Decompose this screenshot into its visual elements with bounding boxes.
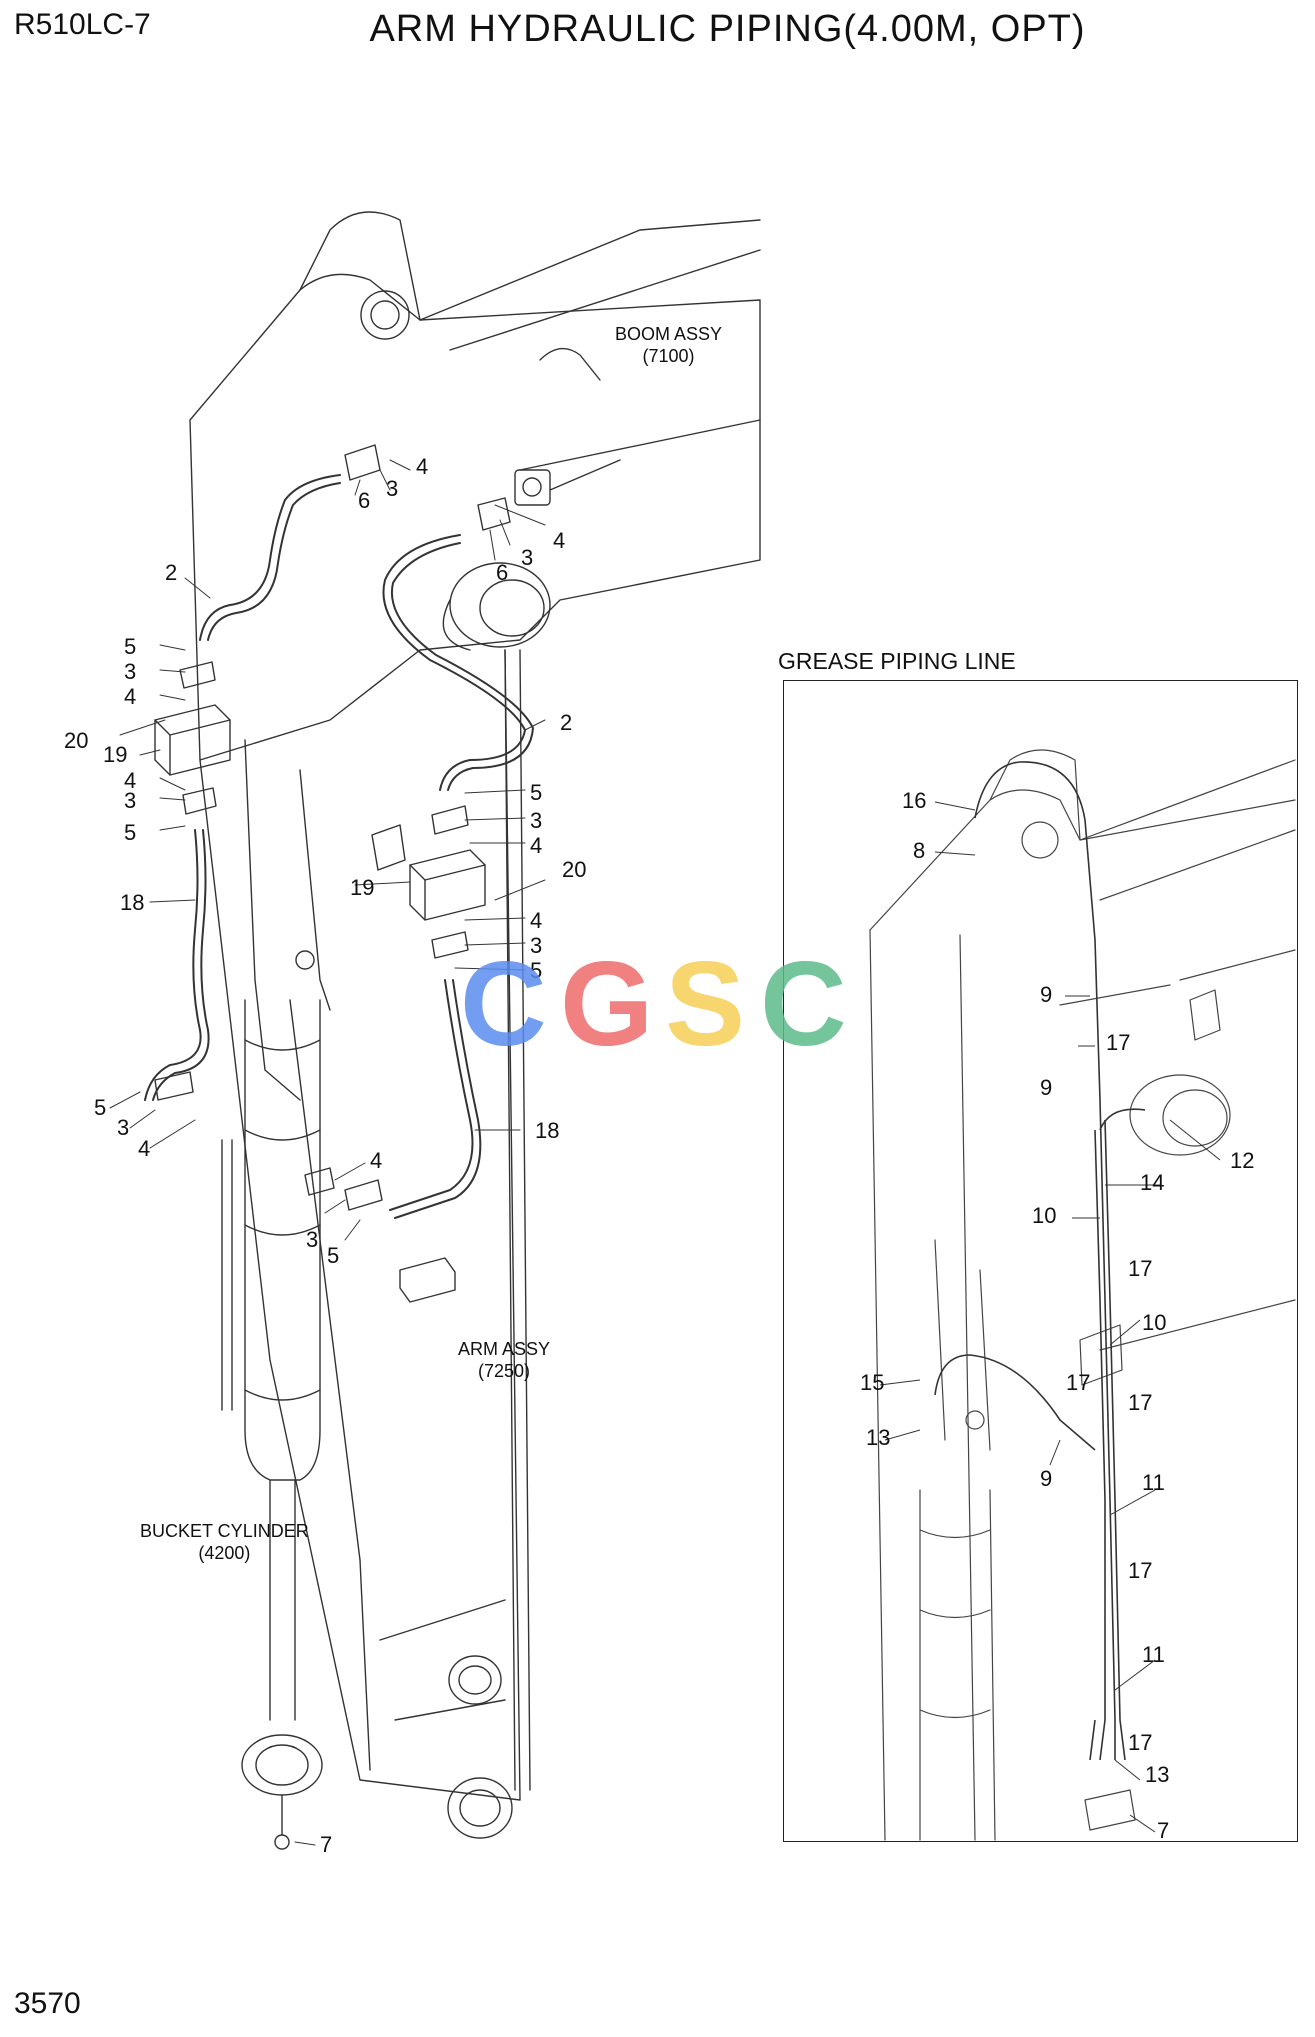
callout: 19 <box>103 742 127 767</box>
callout: 5 <box>124 634 136 659</box>
watermark-letter: C <box>460 937 547 1065</box>
callout: 16 <box>902 788 926 813</box>
leader-lines-main <box>109 459 546 1846</box>
callout: 11 <box>1142 1470 1165 1495</box>
grease-tubes <box>934 761 1146 1761</box>
callout: 20 <box>562 857 586 882</box>
callouts-main: 4 3 6 4 3 6 2 5 3 4 20 19 4 3 5 18 2 5 3… <box>64 454 586 1857</box>
bucket-cylinder-code: (4200) <box>198 1543 251 1563</box>
callout: 17 <box>1128 1558 1152 1583</box>
callout: 13 <box>1145 1762 1169 1787</box>
page-number: 3570 <box>14 1987 81 2020</box>
callout: 4 <box>530 833 542 858</box>
callout: 7 <box>320 1832 332 1857</box>
swivel-block-right <box>371 824 486 921</box>
callout: 9 <box>1040 1075 1052 1100</box>
callout: 5 <box>124 820 136 845</box>
callout: 2 <box>165 560 177 585</box>
callout: 5 <box>530 780 542 805</box>
bucket-cylinder-label: BUCKET CYLINDER (4200) <box>140 1520 309 1564</box>
callout: 4 <box>124 684 136 709</box>
callout: 5 <box>530 958 542 983</box>
callout: 5 <box>327 1243 339 1268</box>
arm-bracket <box>244 739 331 1101</box>
grease-inset-drawing <box>869 749 1296 1841</box>
callout: 6 <box>496 560 508 585</box>
callout: 9 <box>1040 982 1052 1007</box>
boom-assy-label: BOOM ASSY (7100) <box>615 323 722 367</box>
leader-lines-grease <box>879 801 1221 1833</box>
model-code: R510LC-7 <box>14 8 151 41</box>
callout: 10 <box>1142 1310 1166 1335</box>
bucket-cylinder <box>221 999 323 1850</box>
callout: 17 <box>1106 1030 1130 1055</box>
callout: 4 <box>530 908 542 933</box>
callout: 4 <box>138 1136 150 1161</box>
hose-right <box>382 534 534 1219</box>
boom-structure <box>189 211 761 761</box>
callout: 8 <box>913 838 925 863</box>
bucket-cylinder-name: BUCKET CYLINDER <box>140 1521 309 1541</box>
swivel-block-left <box>154 704 231 776</box>
callout: 17 <box>1128 1256 1152 1281</box>
grease-inset-frame <box>783 680 1298 1842</box>
arm-assy-label: ARM ASSY (7250) <box>458 1338 550 1382</box>
callout: 4 <box>553 528 565 553</box>
callout: 3 <box>124 788 136 813</box>
watermark-letter: C <box>760 937 847 1065</box>
callout: 3 <box>521 545 533 570</box>
callout: 4 <box>124 768 136 793</box>
grease-section-title: GREASE PIPING LINE <box>778 648 1016 674</box>
callouts-grease: 16 8 9 17 9 12 14 10 17 10 17 17 15 13 9… <box>860 788 1254 1843</box>
boom-end-boss <box>442 562 551 651</box>
callout: 2 <box>560 710 572 735</box>
callout: 15 <box>860 1370 884 1395</box>
callout: 12 <box>1230 1148 1254 1173</box>
callout: 11 <box>1142 1642 1165 1667</box>
callout: 13 <box>866 1425 890 1450</box>
callout: 17 <box>1066 1370 1090 1395</box>
callout: 19 <box>350 875 374 900</box>
callout: 4 <box>370 1148 382 1173</box>
boom-assy-name: BOOM ASSY <box>615 324 723 344</box>
callout: 3 <box>124 659 136 684</box>
callout: 4 <box>416 454 428 479</box>
callout: 18 <box>120 890 144 915</box>
callout: 3 <box>117 1115 129 1140</box>
callout: 3 <box>386 476 398 501</box>
callout: 10 <box>1032 1203 1056 1228</box>
callout: 3 <box>530 808 542 833</box>
callout: 3 <box>530 933 542 958</box>
boom-assy-code: (7100) <box>642 346 695 366</box>
arm-assy-code: (7250) <box>478 1361 531 1381</box>
arm-assy-name: ARM ASSY <box>458 1339 551 1359</box>
flanges <box>154 444 511 1211</box>
watermark-logo: C G S C <box>460 937 847 1065</box>
callout: 9 <box>1040 1466 1052 1491</box>
callout: 18 <box>535 1118 559 1143</box>
callout: 17 <box>1128 1390 1152 1415</box>
callout: 17 <box>1128 1730 1152 1755</box>
watermark-letter: S <box>665 937 745 1065</box>
watermark-letter: G <box>560 937 653 1065</box>
spacer-block <box>399 1257 456 1303</box>
callout: 6 <box>358 488 370 513</box>
callout: 3 <box>306 1227 318 1252</box>
callout: 20 <box>64 728 88 753</box>
callout: 5 <box>94 1095 106 1120</box>
arm-body <box>199 649 531 1839</box>
callout: 14 <box>1140 1170 1164 1195</box>
page-title: ARM HYDRAULIC PIPING(4.00M, OPT) <box>369 8 1086 50</box>
callout: 7 <box>1157 1818 1169 1843</box>
